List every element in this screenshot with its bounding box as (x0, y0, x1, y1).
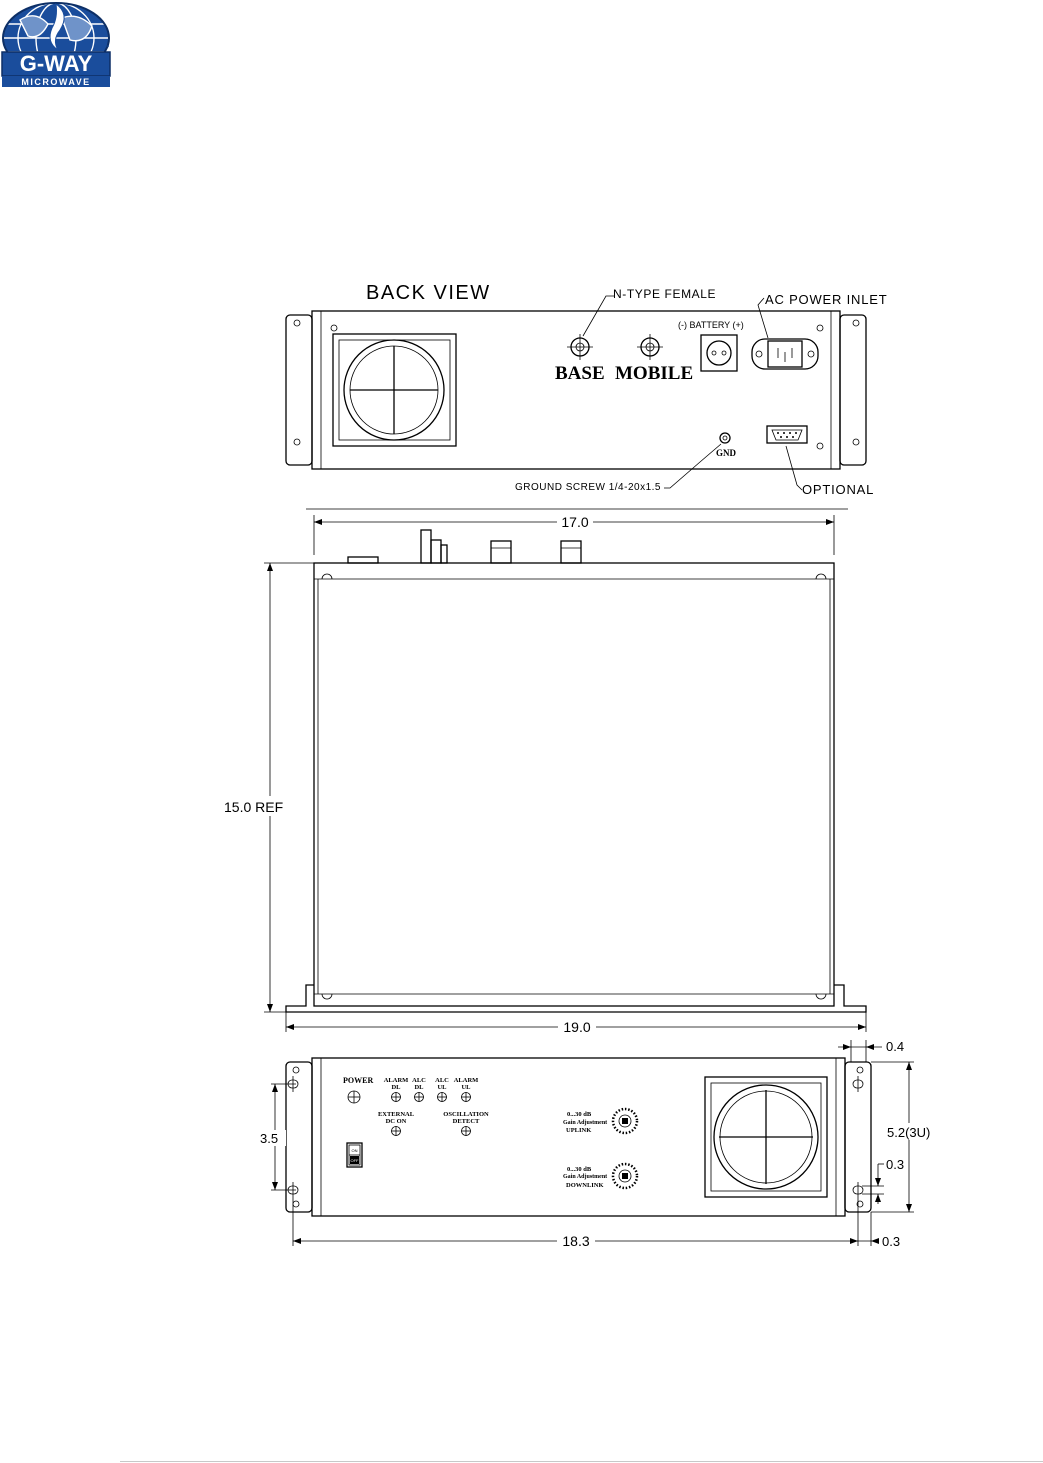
external-dc-sub: DC ON (386, 1118, 407, 1125)
uplink-gain-label: Gain Adjustment (563, 1120, 607, 1126)
dim-5-2: 5.2(3U) (887, 1125, 930, 1140)
back-chassis (311, 310, 841, 470)
uplink-range-label: 0...30 dB (567, 1111, 592, 1118)
g-way-logo: G-WAY MICROWAVE ™ (1, 2, 111, 87)
downlink-gain-dial-icon (611, 1162, 639, 1190)
back-left-ear (285, 314, 313, 466)
optional-label: OPTIONAL (802, 482, 874, 497)
dim-18-3: 18.3 (562, 1233, 589, 1249)
alarm-ul-led-icon (461, 1092, 471, 1102)
front-chassis (311, 1057, 846, 1217)
back-view: BACK VIEW N-TYPE (285, 282, 887, 497)
downlink-label: DOWNLINK (566, 1182, 604, 1189)
top-depth-dimension: 15.0 REF (224, 799, 283, 815)
back-fan-icon (332, 333, 457, 447)
mobile-port-label: MOBILE (615, 363, 693, 384)
uplink-gain-dial-icon (611, 1107, 639, 1135)
front-view: POWER ALARM DL ALC DL ALC UL ALARM UL EX… (258, 1039, 948, 1250)
top-view: 17.0 15.0 REF (222, 512, 867, 1036)
power-switch-icon (346, 1142, 363, 1168)
back-view-title: BACK VIEW (366, 282, 491, 304)
front-fan-icon (704, 1076, 828, 1198)
alarm-dl-led-icon (391, 1092, 401, 1102)
base-n-connector-icon (567, 334, 593, 360)
ac-power-inlet-icon (751, 338, 819, 370)
ground-screw-icon (719, 432, 731, 444)
base-port-label: BASE (555, 363, 605, 384)
oscillation-sub: DETECT (453, 1118, 480, 1125)
battery-connector-icon (700, 334, 738, 372)
uplink-label: UPLINK (566, 1127, 591, 1134)
battery-label: (-) BATTERY (+) (678, 320, 744, 330)
optional-db-connector-icon (766, 425, 808, 444)
mobile-n-connector-icon (637, 334, 663, 360)
top-chassis (313, 562, 835, 1007)
switch-off-label: OFF (351, 1158, 360, 1163)
downlink-range-label: 0...30 dB (567, 1166, 592, 1173)
top-overall-dimension: 19.0 (563, 1019, 590, 1035)
top-width-dimension: 17.0 (561, 514, 588, 530)
oscillation-led-icon (461, 1126, 471, 1136)
external-dc-label: EXTERNAL (378, 1111, 415, 1118)
logo-trademark: ™ (104, 45, 110, 52)
dim-0-3-side: 0.3 (886, 1157, 904, 1172)
alarm-ul-label: ALARM (454, 1077, 479, 1084)
logo-wordmark: G-WAY (20, 51, 93, 76)
alarm-ul-sub: UL (461, 1084, 471, 1091)
downlink-gain-label: Gain Adjustment (563, 1174, 607, 1180)
alc-ul-led-icon (437, 1092, 447, 1102)
alarm-dl-sub: DL (391, 1084, 401, 1091)
ac-power-inlet-label: AC POWER INLET (765, 292, 887, 307)
alc-ul-label: ALC (435, 1077, 449, 1084)
dim-0-4: 0.4 (886, 1039, 904, 1054)
external-dc-led-icon (391, 1126, 401, 1136)
alc-dl-led-icon (414, 1092, 424, 1102)
switch-on-label: ON (352, 1148, 358, 1153)
alc-dl-label: ALC (412, 1077, 426, 1084)
alc-dl-sub: DL (414, 1084, 424, 1091)
footer-rule (120, 1461, 1043, 1462)
gnd-label: GND (716, 448, 737, 458)
alc-ul-sub: UL (437, 1084, 447, 1091)
oscillation-label: OSCILLATION (443, 1111, 489, 1118)
ground-screw-label: GROUND SCREW 1/4-20x1.5 (515, 482, 661, 493)
dim-3-5: 3.5 (260, 1131, 278, 1146)
n-type-female-label: N-TYPE FEMALE (613, 287, 716, 301)
dim-0-3-bottom: 0.3 (882, 1234, 900, 1249)
alarm-dl-label: ALARM (384, 1077, 409, 1084)
power-label: POWER (343, 1076, 373, 1085)
logo-subtitle: MICROWAVE (21, 77, 90, 87)
power-led-icon (347, 1090, 361, 1104)
front-left-ear (285, 1061, 313, 1213)
